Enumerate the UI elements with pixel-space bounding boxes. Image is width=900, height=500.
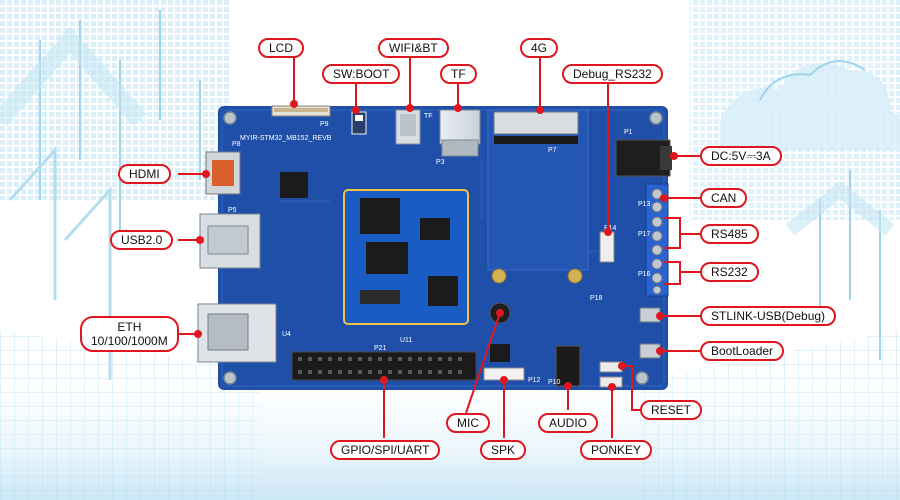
- mounting-holes: [223, 111, 663, 385]
- silk-p14: P14: [604, 225, 617, 232]
- silk-p10: P10: [548, 379, 561, 386]
- callout-tf: TF: [440, 64, 477, 84]
- silk-tf: TF: [424, 113, 433, 120]
- silk-u4: U4: [282, 331, 291, 338]
- silk-p13: P13: [638, 201, 651, 208]
- callout-dc: DC:5V⎓3A: [700, 146, 782, 166]
- silk-p17: P17: [638, 231, 651, 238]
- callout-mic: MIC: [446, 413, 490, 433]
- callout-ponkey: PONKEY: [580, 440, 653, 460]
- silk-p16: P16: [638, 271, 651, 278]
- callout-bootloader: BootLoader: [700, 341, 785, 361]
- callout-can: CAN: [700, 188, 748, 208]
- leader-lines: [178, 56, 700, 438]
- silk-p1: P1: [624, 129, 633, 136]
- callout-stlink: STLINK-USB(Debug): [700, 306, 837, 326]
- pcb-board: MYIR-STM32_MB152_REVB P1 P3 P5 P7 P8 P9 …: [197, 105, 672, 390]
- callout-gpio: GPIO/SPI/UART: [330, 440, 441, 460]
- callout-sw-boot: SW:BOOT: [322, 64, 401, 84]
- silk-p5: P5: [228, 207, 237, 214]
- callout-debug-rs232: Debug_RS232: [562, 64, 663, 84]
- callout-wifi-bt: WIFI&BT: [378, 38, 449, 58]
- callout-reset: RESET: [640, 400, 703, 420]
- callout-rs485: RS485: [700, 224, 759, 244]
- silk-p7: P7: [548, 147, 557, 154]
- silk-p8: P8: [232, 141, 241, 148]
- silk-p3: P3: [436, 159, 445, 166]
- silk-p9: P9: [320, 121, 329, 128]
- callout-4g: 4G: [520, 38, 559, 58]
- silk-u11: U11: [400, 337, 412, 344]
- callout-eth-line1: ETH: [117, 320, 142, 334]
- silk-p21: P21: [374, 345, 387, 352]
- silk-p18: P18: [590, 295, 603, 302]
- silk-p12: P12: [528, 377, 541, 384]
- callout-hdmi: HDMI: [118, 164, 171, 184]
- callout-eth-line2: 10/100/1000M: [91, 334, 168, 348]
- callout-audio: AUDIO: [538, 413, 599, 433]
- callout-spk: SPK: [480, 440, 527, 460]
- callout-eth: ETH 10/100/1000M: [80, 316, 179, 352]
- callout-rs232: RS232: [700, 262, 759, 282]
- silk-model: MYIR-STM32_MB152_REVB: [240, 135, 332, 142]
- callout-lcd: LCD: [258, 38, 305, 58]
- callout-usb2: USB2.0: [110, 230, 174, 250]
